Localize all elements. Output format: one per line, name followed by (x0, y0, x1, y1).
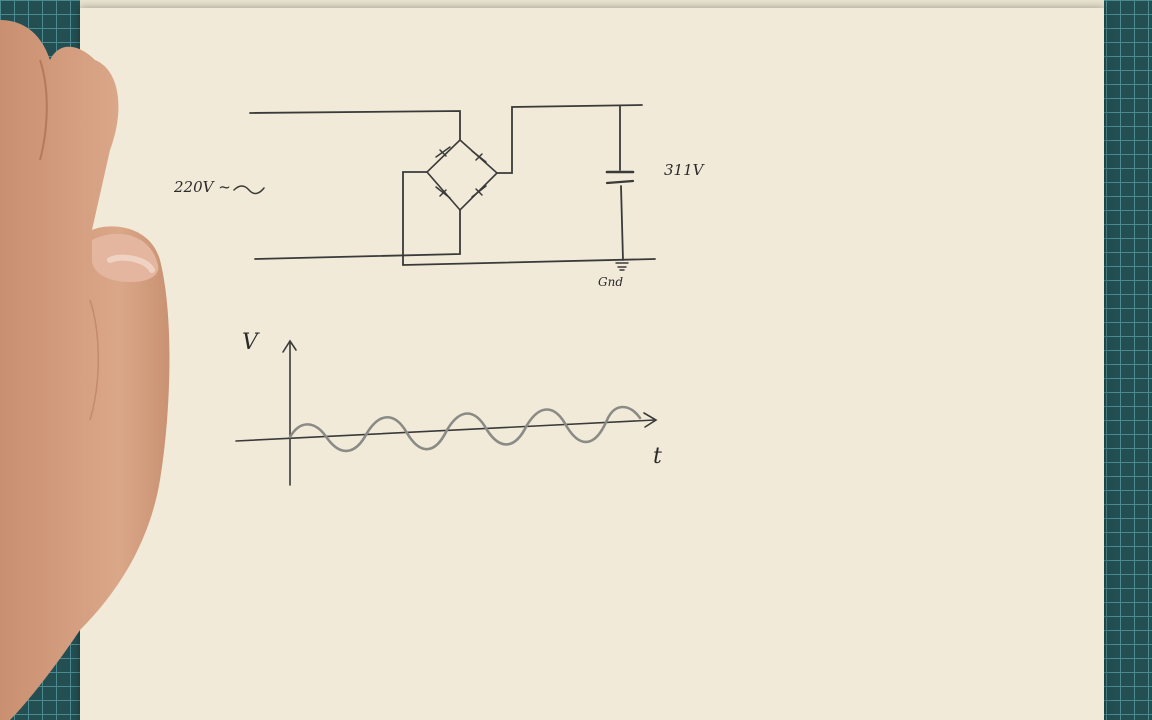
ac-symbol (233, 185, 265, 195)
capacitor-plate-bottom (605, 179, 635, 185)
ground-rail (402, 258, 656, 266)
input-voltage-label: 220V ~ (174, 178, 231, 196)
diode-3 (435, 186, 451, 199)
bridge-left-wire (402, 171, 428, 266)
v-axis-arrow (282, 339, 297, 353)
diode-1 (435, 146, 451, 158)
ground-label: Gnd (598, 275, 623, 289)
hand-image (0, 20, 170, 720)
sine-waveform (288, 405, 642, 453)
ground-symbol (615, 262, 629, 271)
output-voltage-label: 311V (664, 161, 704, 179)
diode-4 (471, 185, 487, 198)
axis-v-label: V (242, 330, 258, 355)
bridge-rectifier (425, 138, 499, 212)
t-axis-arrow (643, 412, 658, 428)
paper-sheet (80, 8, 1104, 720)
bridge-right-wire (496, 104, 643, 174)
input-wire-top (249, 110, 461, 141)
diode-2 (471, 150, 487, 163)
capacitor-bottom-wire (620, 185, 624, 261)
input-wire-bottom (254, 209, 461, 260)
axis-t-label: t (653, 444, 662, 469)
